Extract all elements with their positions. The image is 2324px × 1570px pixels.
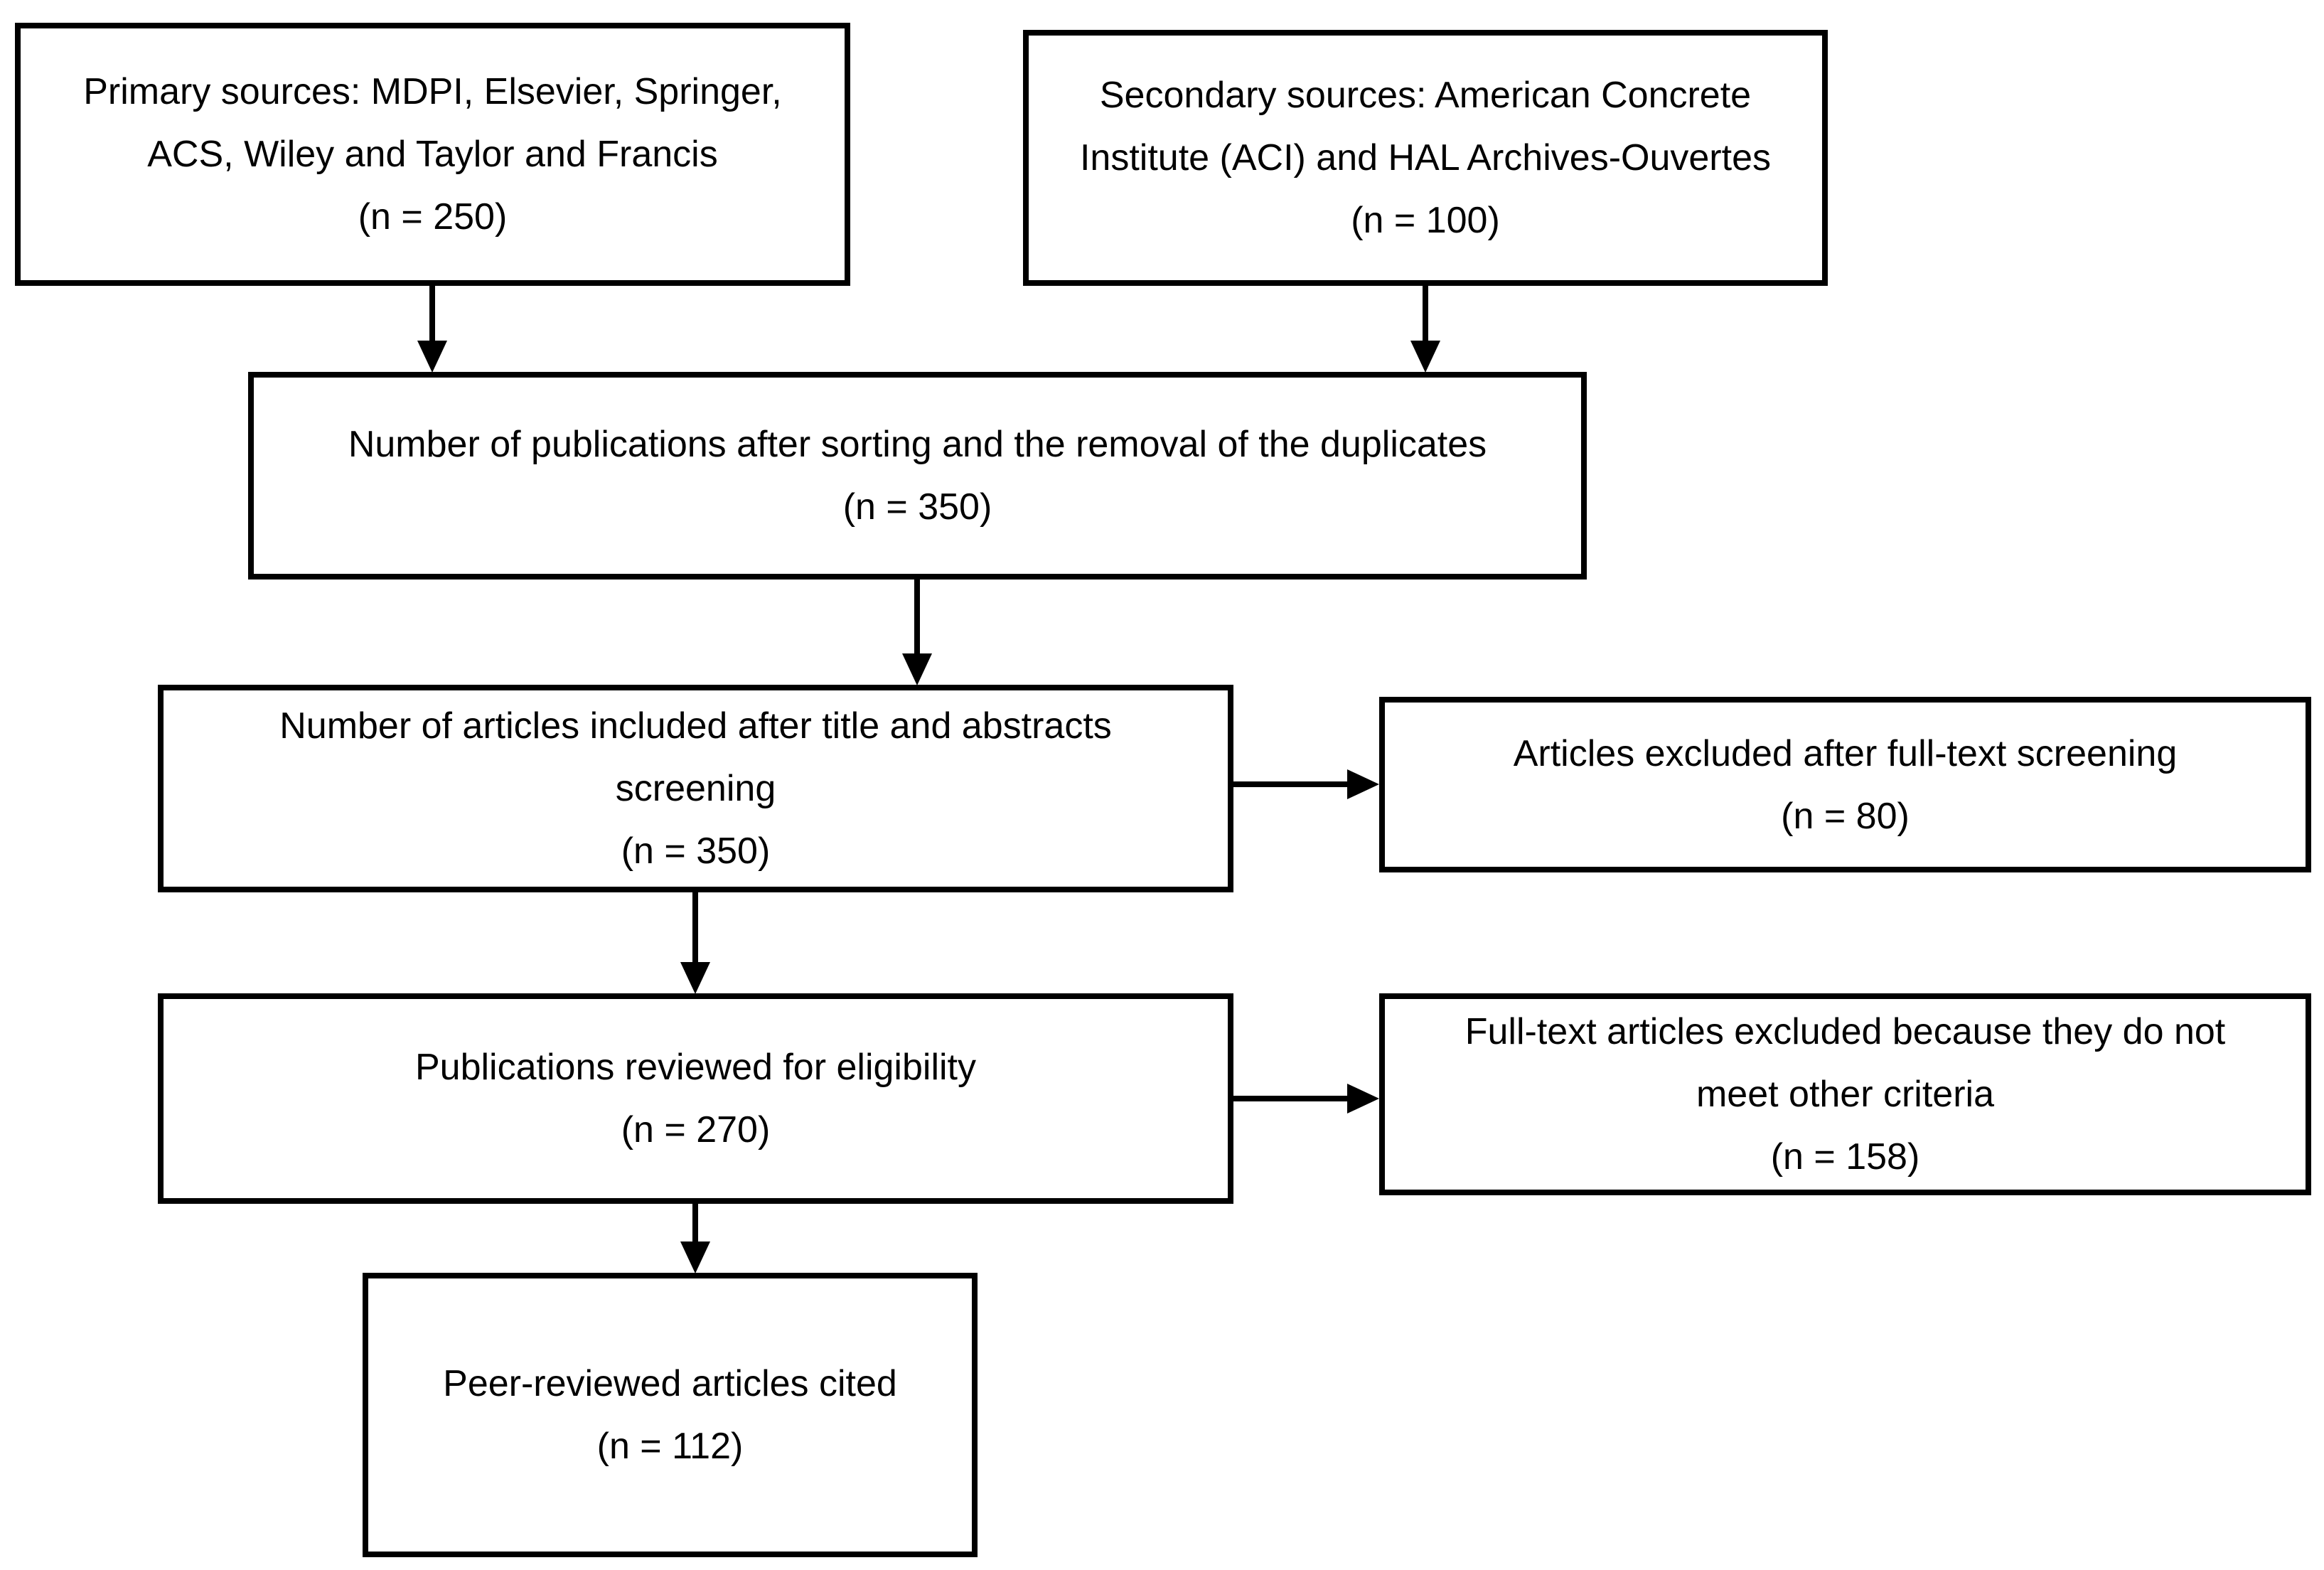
flow-node-reviewed-for-eligibility: Publications reviewed for eligibility (n…	[158, 993, 1233, 1204]
flow-node-secondary-sources: Secondary sources: American Concrete Ins…	[1023, 30, 1828, 286]
flow-node-excluded-other-criteria-label: Full-text articles excluded because they…	[1464, 1011, 2226, 1178]
flow-node-primary-sources-label: Primary sources: MDPI, Elsevier, Springe…	[83, 71, 782, 237]
flow-node-excluded-after-fulltext: Articles excluded after full-text screen…	[1379, 697, 2311, 872]
flow-node-after-sorting-deduplication-label: Number of publications after sorting and…	[348, 424, 1487, 528]
arrow-secondary-to-dedup	[1410, 284, 1440, 373]
flow-node-reviewed-for-eligibility-label: Publications reviewed for eligibility (n…	[414, 1047, 977, 1150]
flow-node-title-abstract-screening: Number of articles included after title …	[158, 685, 1233, 892]
arrow-eligibility-to-cited	[680, 1202, 710, 1273]
arrow-screening-to-eligibility	[680, 891, 710, 994]
flow-node-primary-sources: Primary sources: MDPI, Elsevier, Springe…	[15, 23, 850, 286]
flow-node-secondary-sources-label: Secondary sources: American Concrete Ins…	[1079, 75, 1771, 241]
flow-node-peer-reviewed-cited-label: Peer-reviewed articles cited (n = 112)	[443, 1363, 897, 1467]
flow-node-peer-reviewed-cited: Peer-reviewed articles cited (n = 112)	[363, 1273, 978, 1557]
arrow-eligibility-to-excluded-criteria	[1232, 1084, 1379, 1114]
arrow-primary-to-dedup	[417, 284, 447, 373]
flow-node-excluded-other-criteria: Full-text articles excluded because they…	[1379, 993, 2311, 1195]
flow-node-excluded-after-fulltext-label: Articles excluded after full-text screen…	[1513, 732, 2178, 837]
flow-node-after-sorting-deduplication: Number of publications after sorting and…	[248, 372, 1587, 580]
arrow-dedup-to-screening	[902, 578, 932, 685]
flow-node-title-abstract-screening-label: Number of articles included after title …	[279, 705, 1112, 872]
arrow-screening-to-excluded-fulltext	[1232, 769, 1379, 799]
